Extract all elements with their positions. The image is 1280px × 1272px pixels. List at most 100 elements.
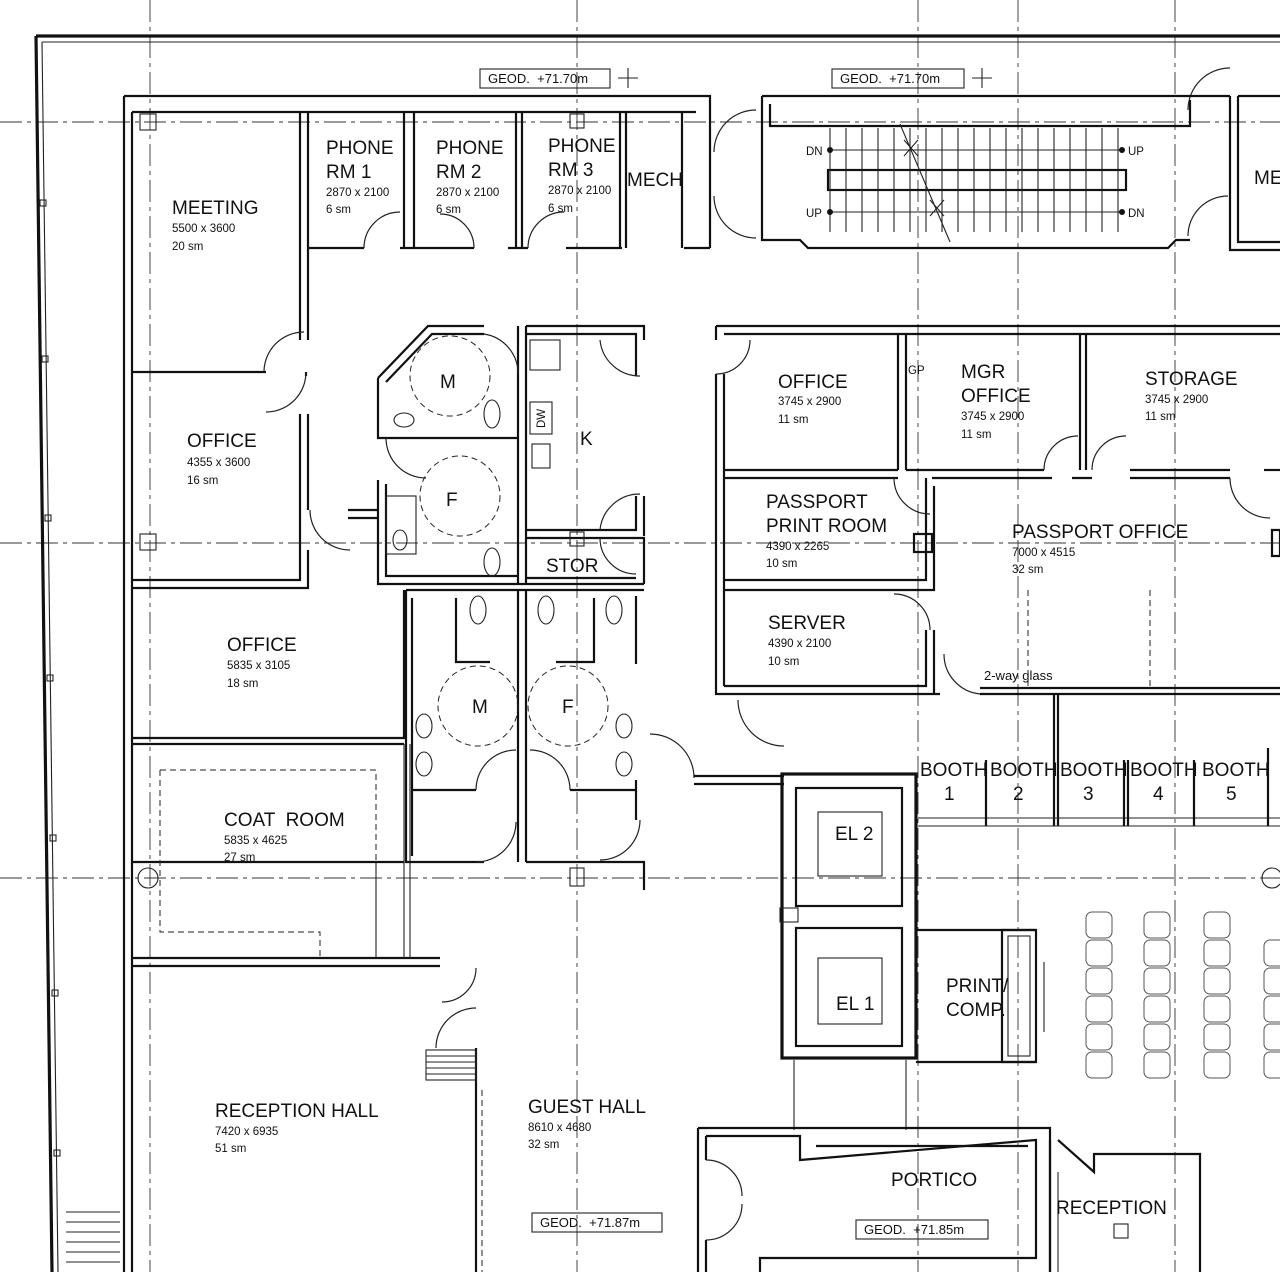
stair-dn-right: DN xyxy=(1128,208,1145,220)
phone3-name2: RM 3 xyxy=(548,160,593,181)
el2-label: EL 2 xyxy=(835,824,873,845)
storage-name: STORAGE xyxy=(1145,369,1238,390)
wc-f-bottom-label: F xyxy=(562,697,574,718)
passport-print-name1: PASSPORT xyxy=(766,492,868,513)
booth-5-number: 5 xyxy=(1226,784,1237,805)
passport-office-dims: 7000 x 4515 xyxy=(1012,547,1075,559)
booth-row xyxy=(694,748,1280,889)
office-c-name: OFFICE xyxy=(778,372,848,393)
exterior-walls xyxy=(34,34,1280,1272)
passport-print-name2: PRINT ROOM xyxy=(766,516,887,537)
elevation-labels: GEOD. +71.70m GEOD. +71.70m GEOD. +71.87… xyxy=(488,71,964,1237)
doors xyxy=(263,67,1231,1049)
reception-hall-dims: 7420 x 6935 xyxy=(215,1126,278,1138)
phone3-dims: 2870 x 2100 xyxy=(548,185,611,197)
geo-top-right: GEOD. +71.70m xyxy=(840,71,940,86)
booth-labels: BOOTH 1 BOOTH 2 BOOTH 3 BOOTH 4 BOOTH 5 xyxy=(920,760,1270,805)
print-comp-label1: PRINT/ xyxy=(946,976,1009,997)
server-dims: 4390 x 2100 xyxy=(768,638,831,650)
phone1-name1: PHONE xyxy=(326,138,394,159)
stair-core xyxy=(760,94,1280,252)
east-office-walls xyxy=(714,324,1280,826)
passport-office-name: PASSPORT OFFICE xyxy=(1012,522,1188,543)
office-b-dims: 5835 x 3105 xyxy=(227,660,290,672)
wc-m-top-label: M xyxy=(440,372,456,393)
reception-hall-area: 51 sm xyxy=(215,1143,246,1155)
two-way-glass-label: 2-way glass xyxy=(984,668,1053,683)
stair-labels: DN UP UP DN xyxy=(806,146,1145,220)
phone3-name1: PHONE xyxy=(548,136,616,157)
meeting-name: MEETING xyxy=(172,198,259,219)
stair-dn-left: DN xyxy=(806,146,823,158)
passport-office-area: 32 sm xyxy=(1012,564,1043,576)
wc-m-bottom-label: M xyxy=(472,697,488,718)
waiting-seats xyxy=(1085,911,1280,1079)
storage-area: 11 sm xyxy=(1145,411,1175,423)
phone2-name2: RM 2 xyxy=(436,162,481,183)
guest-hall-area: 32 sm xyxy=(528,1139,559,1151)
stor-label: STOR xyxy=(546,556,598,577)
mech-name: MECH xyxy=(627,170,683,191)
coat-room-area: 27 sm xyxy=(224,852,255,864)
portico-walls xyxy=(696,1126,1202,1272)
server-area: 10 sm xyxy=(768,656,799,668)
elevator-core xyxy=(137,772,1045,1130)
portico-label: PORTICO xyxy=(891,1170,977,1191)
passport-print-dims: 4390 x 2265 xyxy=(766,541,829,553)
booth-2-label: BOOTH xyxy=(990,760,1058,781)
stair-up-right: UP xyxy=(1128,146,1144,158)
office-a-area: 16 sm xyxy=(187,475,218,487)
stair-up-left: UP xyxy=(806,208,822,220)
phone2-area: 6 sm xyxy=(436,204,461,216)
storage-dims: 3745 x 2900 xyxy=(1145,394,1208,406)
guest-hall-dims: 8610 x 4680 xyxy=(528,1122,591,1134)
mech-right-name: MEC xyxy=(1254,168,1280,189)
booth-4-label: BOOTH xyxy=(1130,760,1198,781)
office-b-area: 18 sm xyxy=(227,678,258,690)
phone1-name2: RM 1 xyxy=(326,162,371,183)
phone1-area: 6 sm xyxy=(326,204,351,216)
booth-2-number: 2 xyxy=(1013,784,1024,805)
booth-3-number: 3 xyxy=(1083,784,1094,805)
phone3-area: 6 sm xyxy=(548,203,573,215)
booth-1-label: BOOTH xyxy=(920,760,988,781)
mgr-office-name1: MGR xyxy=(961,362,1005,383)
wc-f-top-label: F xyxy=(446,490,458,511)
booth-4-number: 4 xyxy=(1153,784,1164,805)
booth-3-label: BOOTH xyxy=(1060,760,1128,781)
guest-hall-name: GUEST HALL xyxy=(528,1097,646,1118)
geo-top-left: GEOD. +71.70m xyxy=(488,71,588,86)
mgr-office-name2: OFFICE xyxy=(961,386,1031,407)
room-labels: MEETING 5500 x 3600 20 sm PHONE RM 1 287… xyxy=(172,136,1280,1219)
el1-label: EL 1 xyxy=(836,994,874,1015)
core-walls xyxy=(139,113,646,890)
mgr-office-area: 11 sm xyxy=(961,429,991,441)
office-b-name: OFFICE xyxy=(227,635,297,656)
print-comp-label2: COMP. xyxy=(946,1000,1006,1021)
booth-1-number: 1 xyxy=(944,784,955,805)
meeting-dims: 5500 x 3600 xyxy=(172,223,235,235)
server-name: SERVER xyxy=(768,613,846,634)
coat-room-dims: 5835 x 4625 xyxy=(224,835,287,847)
dishwasher-label: DW xyxy=(536,409,548,428)
office-a-dims: 4355 x 3600 xyxy=(187,457,250,469)
passport-print-area: 10 sm xyxy=(766,558,797,570)
geo-portico: GEOD. +71.85m xyxy=(864,1222,964,1237)
gp-label: GP xyxy=(908,365,925,377)
kitchen-label: K xyxy=(580,429,593,450)
west-block-walls xyxy=(122,94,712,1272)
coat-room-name: COAT ROOM xyxy=(224,810,345,831)
phone2-name1: PHONE xyxy=(436,138,504,159)
mgr-office-dims: 3745 x 2900 xyxy=(961,411,1024,423)
meeting-area: 20 sm xyxy=(172,241,203,253)
booth-5-label: BOOTH xyxy=(1202,760,1270,781)
office-c-area: 11 sm xyxy=(778,414,808,426)
phone2-dims: 2870 x 2100 xyxy=(436,187,499,199)
phone1-dims: 2870 x 2100 xyxy=(326,187,389,199)
office-c-dims: 3745 x 2900 xyxy=(778,396,841,408)
office-a-name: OFFICE xyxy=(187,431,257,452)
reception-label: RECEPTION xyxy=(1056,1198,1167,1219)
reception-hall-name: RECEPTION HALL xyxy=(215,1101,379,1122)
